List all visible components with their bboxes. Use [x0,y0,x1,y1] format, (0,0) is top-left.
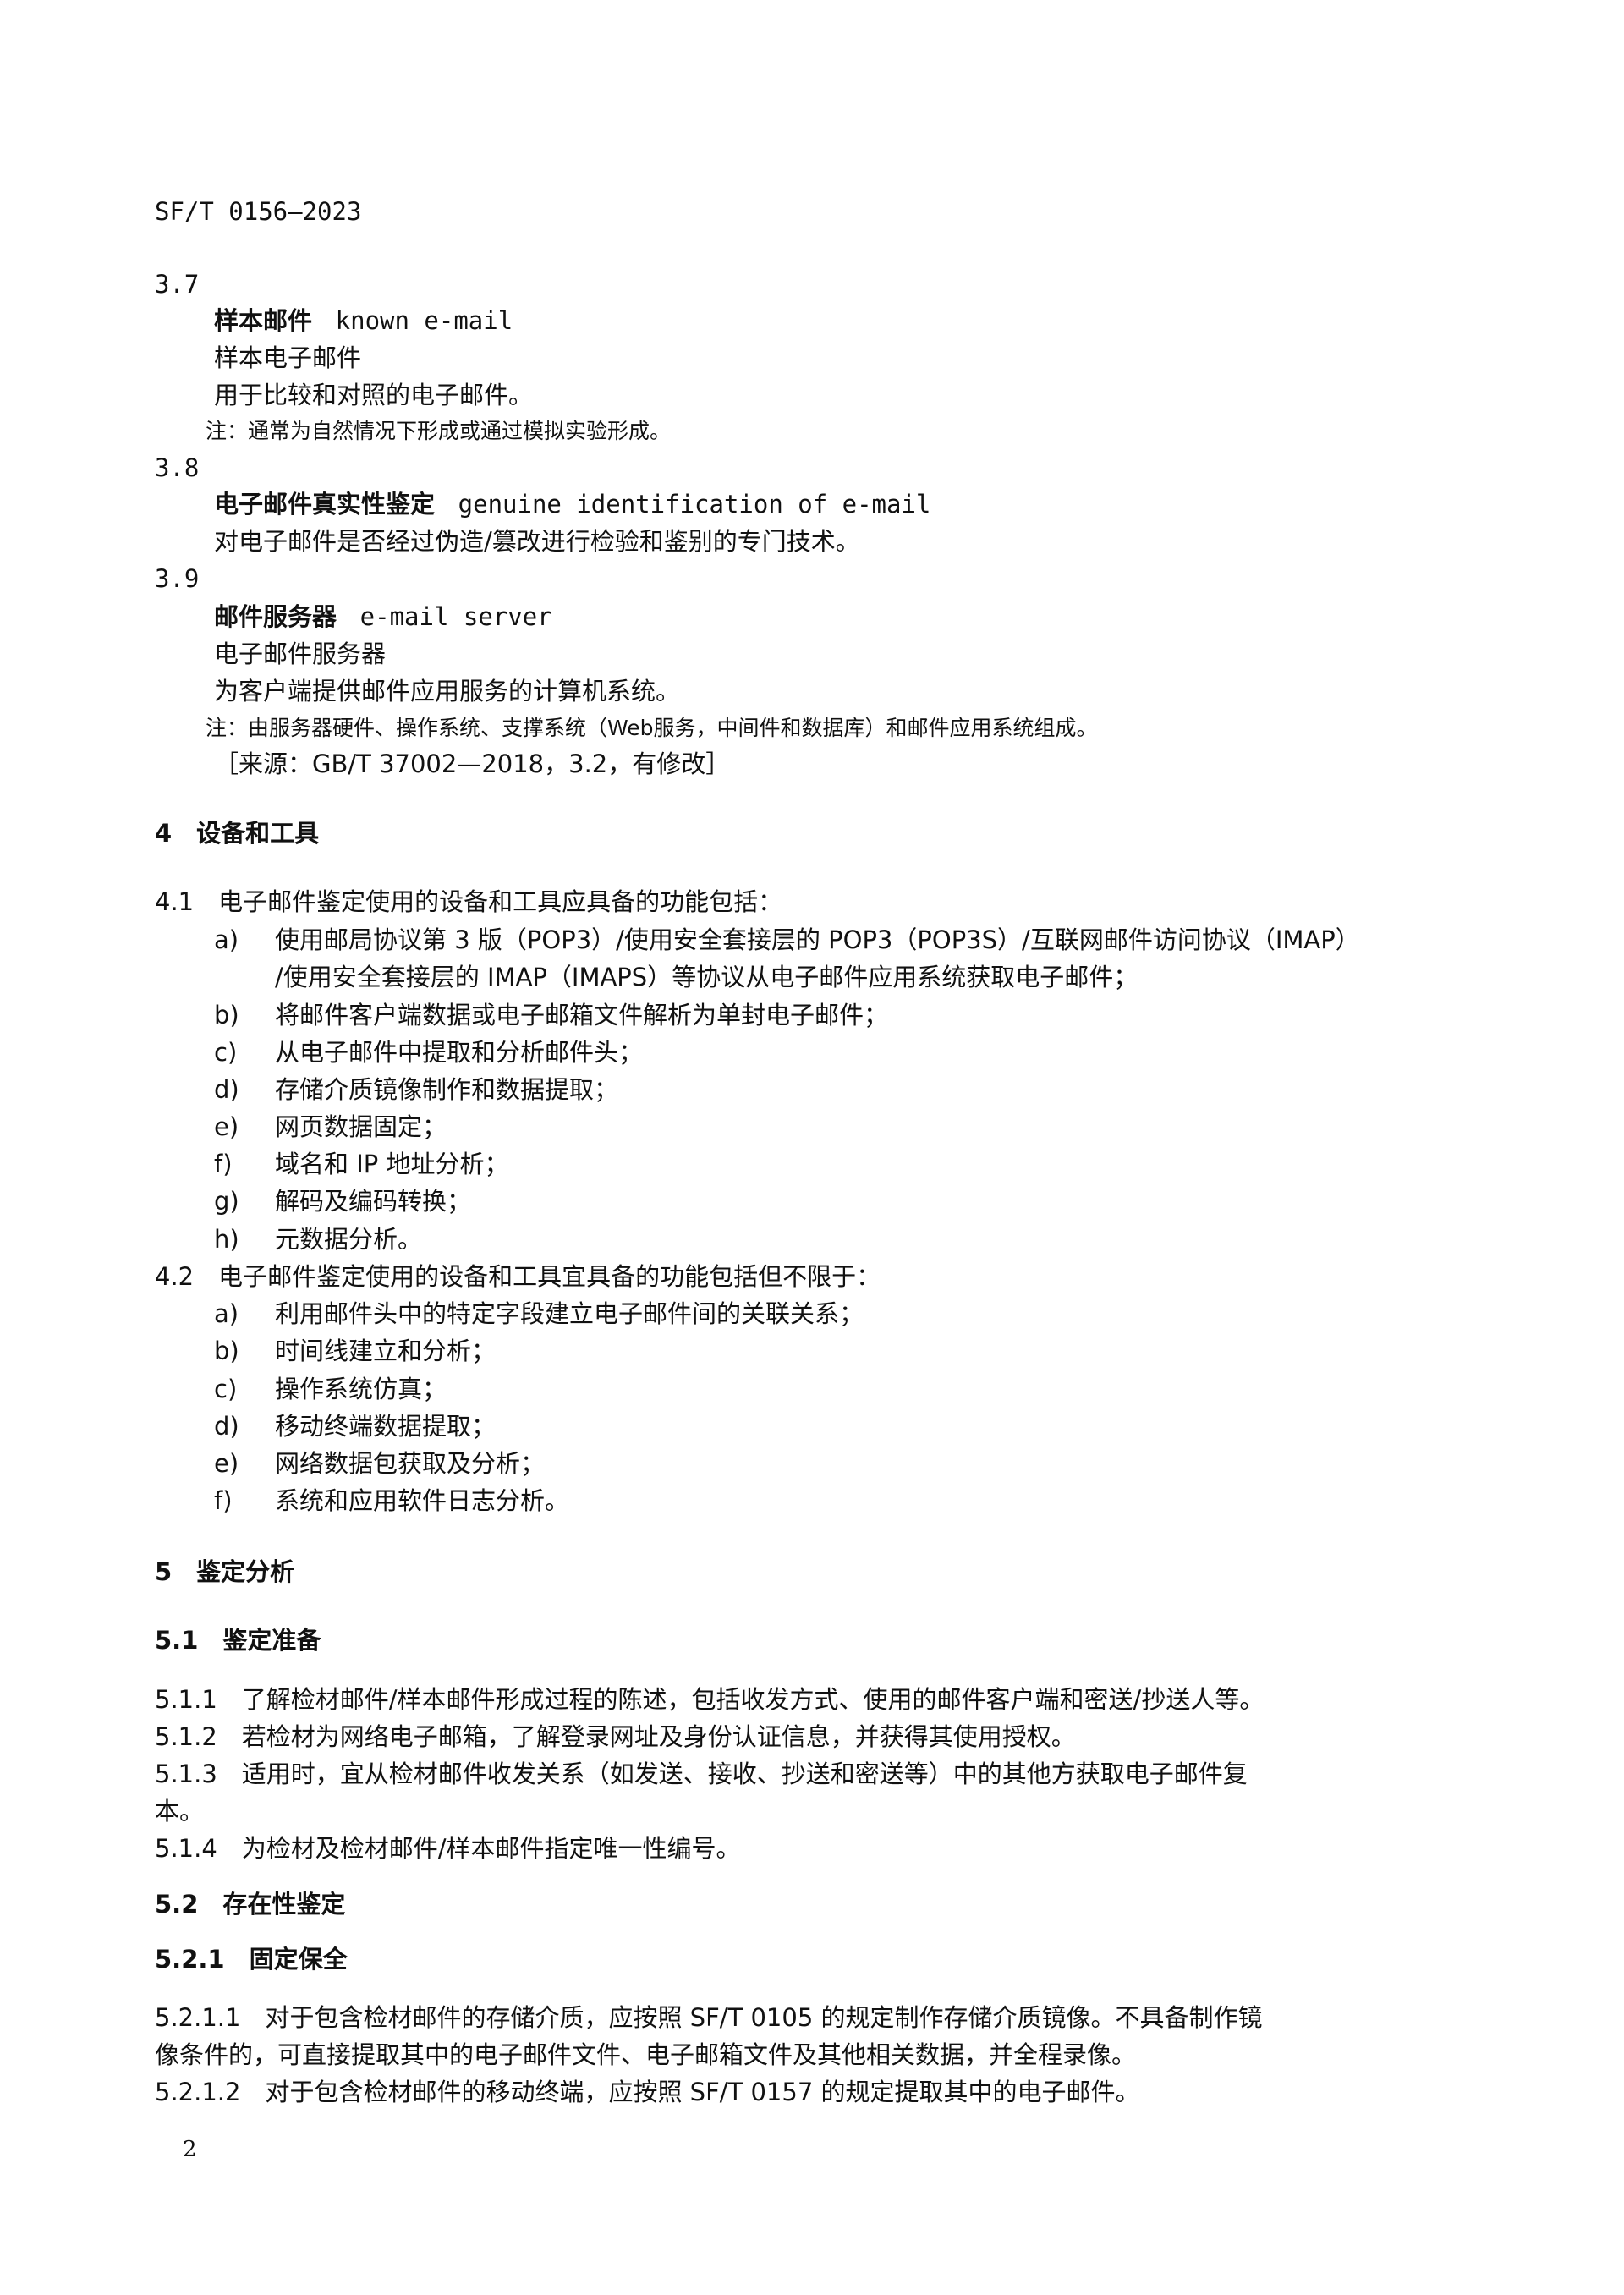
term-3-9-definition: 为客户端提供邮件应用服务的计算机系统。 [214,677,681,706]
list-item: e)网络数据包获取及分析； [214,1449,546,1478]
list-item: b)时间线建立和分析； [214,1337,497,1365]
term-3-9-en: e-mail server [359,602,552,631]
running-header: SF/T 0156—2023 [155,197,362,226]
clause-5-2-1-2: 5.2.1.2 对于包含检材邮件的移动终端，应按照 SF/T 0157 的规定提… [155,2078,1140,2106]
section-5-1-heading: 5.1 鉴定准备 [155,1626,321,1655]
term-3-7-synonym: 样本电子邮件 [214,343,362,372]
clause-5-1-1: 5.1.1 了解检材邮件/样本邮件形成过程的陈述，包括收发方式、使用的邮件客户端… [155,1685,1265,1714]
term-number-3-7: 3.7 [155,270,200,299]
term-3-9-synonym: 电子邮件服务器 [214,640,387,668]
clause-4-1-lead: 4.1 电子邮件鉴定使用的设备和工具应具备的功能包括： [155,887,783,916]
term-3-9-zh: 邮件服务器 [214,602,337,631]
list-item: /使用安全套接层的 IMAP（IMAPS）等协议从电子邮件应用系统获取电子邮件； [275,963,1138,991]
term-3-8-en: genuine identification of e-mail [458,490,931,519]
term-3-7-en: known e-mail [335,306,513,335]
section-5-heading: 5 鉴定分析 [155,1557,295,1586]
list-item: c)操作系统仿真； [214,1375,447,1403]
clause-4-2-lead: 4.2 电子邮件鉴定使用的设备和工具宜具备的功能包括但不限于： [155,1262,881,1291]
list-item: g)解码及编码转换； [214,1187,472,1216]
term-3-9-note: 注：由服务器硬件、操作系统、支撑系统（Web服务，中间件和数据库）和邮件应用系统… [206,716,1098,740]
term-3-7-title: 样本邮件 known e-mail [214,309,513,333]
term-3-9-title: 邮件服务器 e-mail server [214,605,552,629]
list-item: e)网页数据固定； [214,1112,447,1141]
clause-5-1-4: 5.1.4 为检材及检材邮件/样本邮件指定唯一性编号。 [155,1834,741,1863]
list-item: b)将邮件客户端数据或电子邮箱文件解析为单封电子邮件； [214,1001,889,1029]
term-3-7-definition: 用于比较和对照的电子邮件。 [214,381,534,409]
list-item: h)元数据分析。 [214,1225,423,1254]
term-3-8-definition: 对电子邮件是否经过伪造/篡改进行检验和鉴别的专门技术。 [214,527,860,556]
list-item: d)存储介质镜像制作和数据提取； [214,1075,619,1104]
section-5-2-heading: 5.2 存在性鉴定 [155,1890,346,1919]
list-item: f)系统和应用软件日志分析。 [214,1486,570,1515]
section-4-heading: 4 设备和工具 [155,819,320,848]
clause-5-1-3-line-1: 5.1.3 适用时，宜从检材邮件收发关系（如发送、接收、抄送和密送等）中的其他方… [155,1760,1248,1788]
list-item: a)利用邮件头中的特定字段建立电子邮件间的关联关系； [214,1299,864,1328]
page-number: 2 [183,2137,197,2162]
term-number-3-9: 3.9 [155,564,200,593]
term-3-7-note: 注：通常为自然情况下形成或通过模拟实验形成。 [206,419,672,443]
list-item: c)从电子邮件中提取和分析邮件头； [214,1038,644,1067]
clause-5-2-1-1-line-2: 像条件的，可直接提取其中的电子邮件文件、电子邮箱文件及其他相关数据，并全程录像。 [155,2040,1137,2069]
term-number-3-8: 3.8 [155,453,200,482]
term-3-7-zh: 样本邮件 [214,306,313,335]
term-3-8-zh: 电子邮件真实性鉴定 [214,490,436,519]
clause-5-2-1-1-line-1: 5.2.1.1 对于包含检材邮件的存储介质，应按照 SF/T 0105 的规定制… [155,2003,1263,2032]
list-item: f)域名和 IP 地址分析； [214,1150,509,1178]
list-item: d)移动终端数据提取； [214,1412,497,1441]
clause-5-1-3-line-2: 本。 [155,1797,205,1826]
term-3-9-source: ［来源：GB/T 37002—2018，3.2，有修改］ [214,749,731,778]
clause-5-1-2: 5.1.2 若检材为网络电子邮箱，了解登录网址及身份认证信息，并获得其使用授权。 [155,1722,1076,1751]
list-item: a)使用邮局协议第 3 版（POP3）/使用安全套接层的 POP3（POP3S）… [214,925,1360,954]
term-3-8-title: 电子邮件真实性鉴定 genuine identification of e-ma… [214,492,930,517]
section-5-2-1-heading: 5.2.1 固定保全 [155,1945,348,1974]
